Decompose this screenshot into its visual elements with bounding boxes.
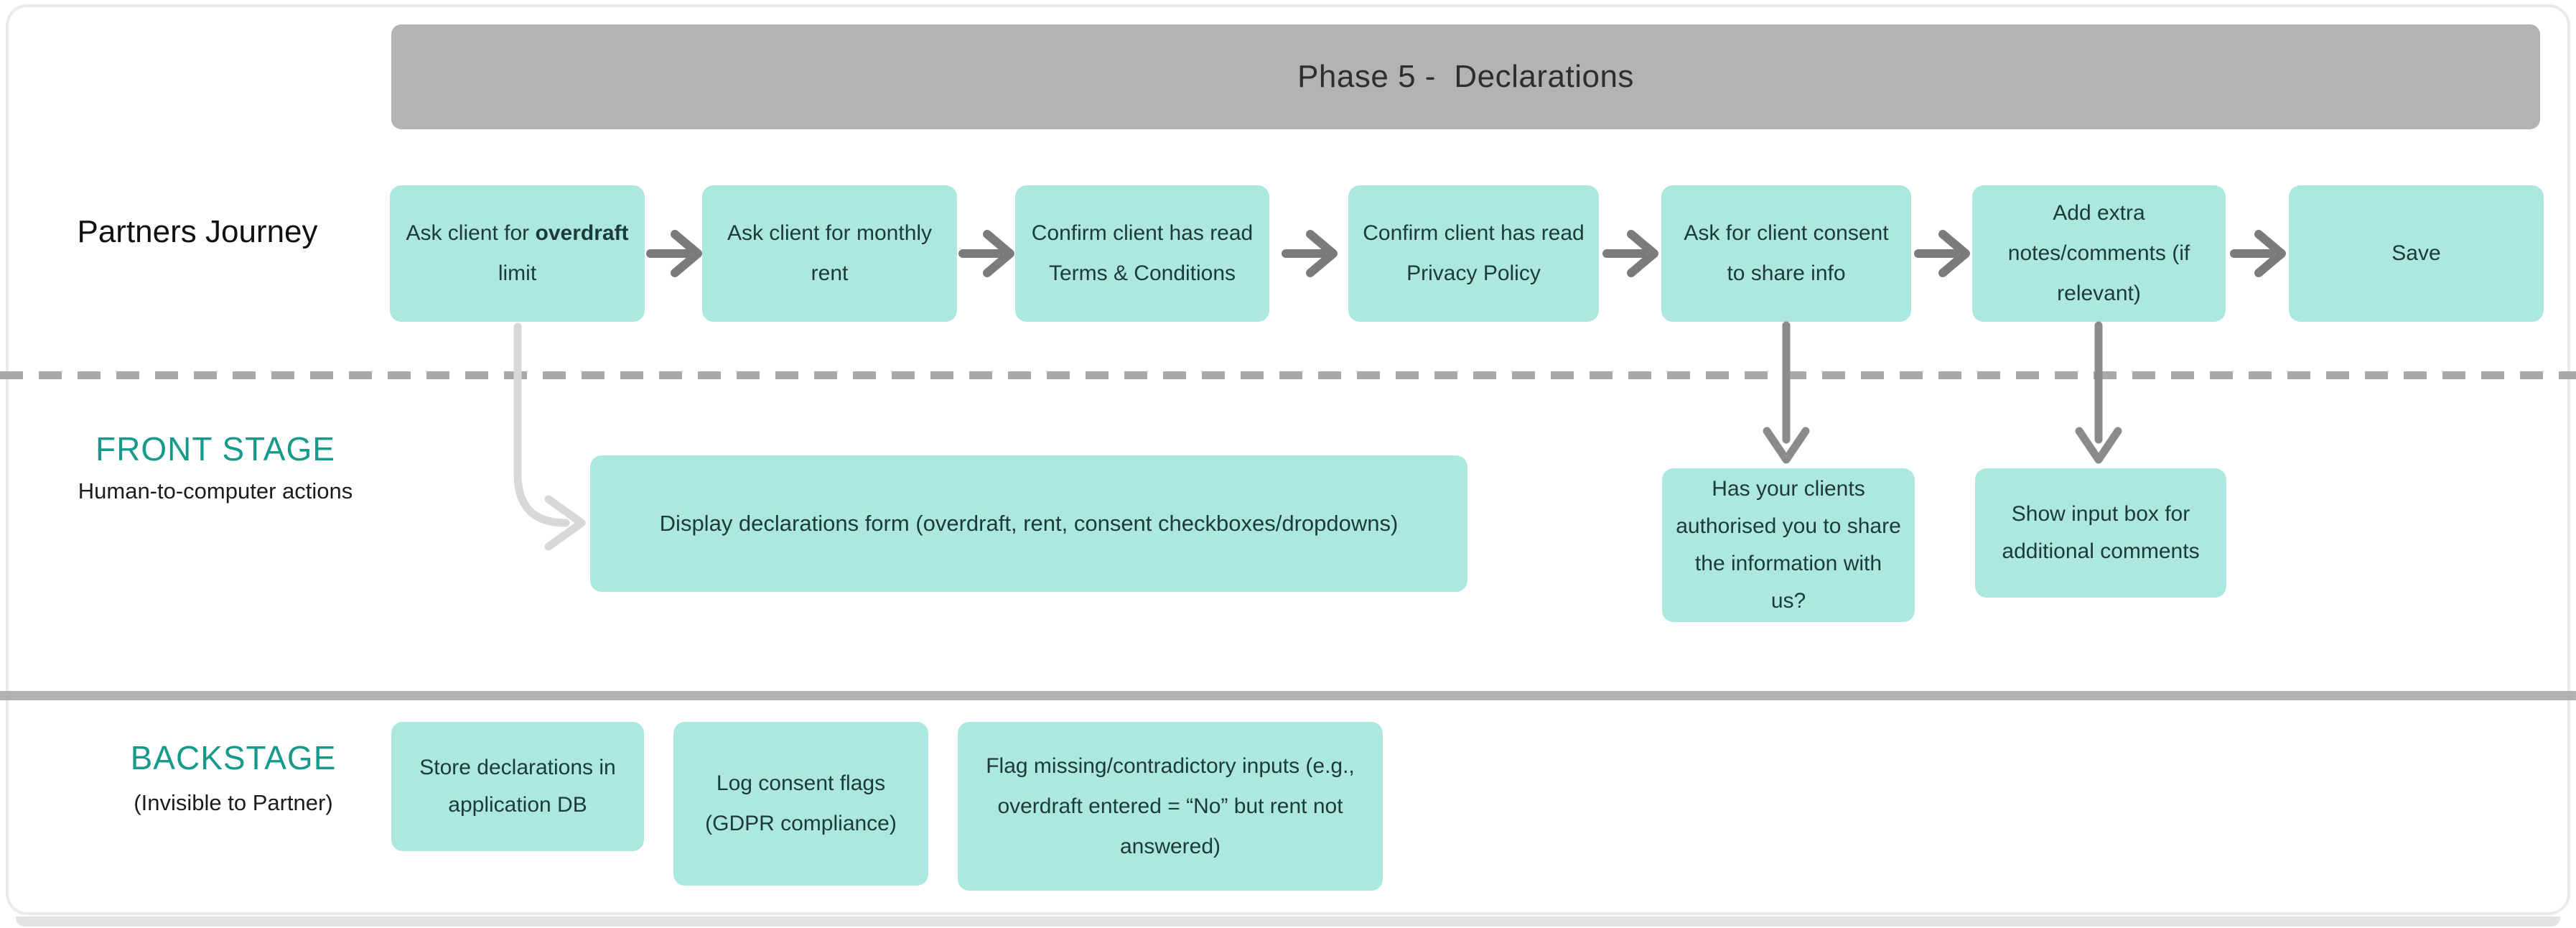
journey-step-save: Save	[2289, 185, 2544, 322]
journey-step-text: Ask client for monthly rent	[727, 221, 933, 285]
store-declarations-note: Store declarations in application DB	[391, 722, 644, 851]
journey-step-text: Add extra notes/comments (if relevant)	[2007, 201, 2190, 305]
note-text: Flag missing/contradictory inputs (e.g.,…	[986, 753, 1355, 858]
journey-step-text: Ask client for overdraft limit	[406, 221, 629, 285]
front-stage-label: FRONT STAGE	[95, 430, 335, 468]
note-text: Store declarations in application DB	[419, 756, 616, 817]
log-consent-flags-note: Log consent flags (GDPR compliance)	[673, 722, 928, 886]
backstage-sublabel: (Invisible to Partner)	[134, 790, 333, 815]
note-text: Show input box for additional comments	[2002, 502, 2200, 563]
flag-missing-inputs-note: Flag missing/contradictory inputs (e.g.,…	[958, 722, 1383, 891]
display-form-note: Display declarations form (overdraft, re…	[590, 455, 1467, 592]
frontstage-dashed-divider	[0, 371, 2576, 379]
journey-step-text: Save	[2391, 241, 2441, 265]
partners-journey-label: Partners Journey	[77, 214, 318, 249]
front-stage-sublabel: Human-to-computer actions	[78, 478, 353, 504]
note-text: Has your clients authorised you to share…	[1676, 477, 1901, 613]
note-text: Display declarations form (overdraft, re…	[659, 511, 1399, 536]
backstage-label: BACKSTAGE	[130, 739, 337, 776]
journey-step-extra-notes: Add extra notes/comments (if relevant)	[1972, 185, 2226, 322]
consent-question-note: Has your clients authorised you to share…	[1662, 468, 1915, 622]
comments-input-note: Show input box for additional comments	[1975, 468, 2226, 598]
journey-step-overdraft: Ask client for overdraft limit	[390, 185, 645, 322]
journey-step-text: Confirm client has read Terms & Conditio…	[1031, 221, 1254, 285]
phase-title: Phase 5 - Declarations	[1297, 59, 1634, 94]
journey-step-text: Confirm client has read Privacy Policy	[1363, 221, 1585, 285]
journey-step-privacy-policy: Confirm client has read Privacy Policy	[1348, 185, 1599, 322]
note-text: Log consent flags (GDPR compliance)	[705, 771, 897, 835]
journey-step-text: Ask for client consent to share info	[1684, 221, 1889, 285]
journey-step-monthly-rent: Ask client for monthly rent	[702, 185, 957, 322]
phase-header-banner: Phase 5 - Declarations	[391, 24, 2540, 129]
journey-step-consent: Ask for client consent to share info	[1661, 185, 1911, 322]
journey-step-terms-conditions: Confirm client has read Terms & Conditio…	[1015, 185, 1269, 322]
backstage-solid-divider	[0, 691, 2576, 700]
card-bottom-edge	[16, 917, 2560, 927]
